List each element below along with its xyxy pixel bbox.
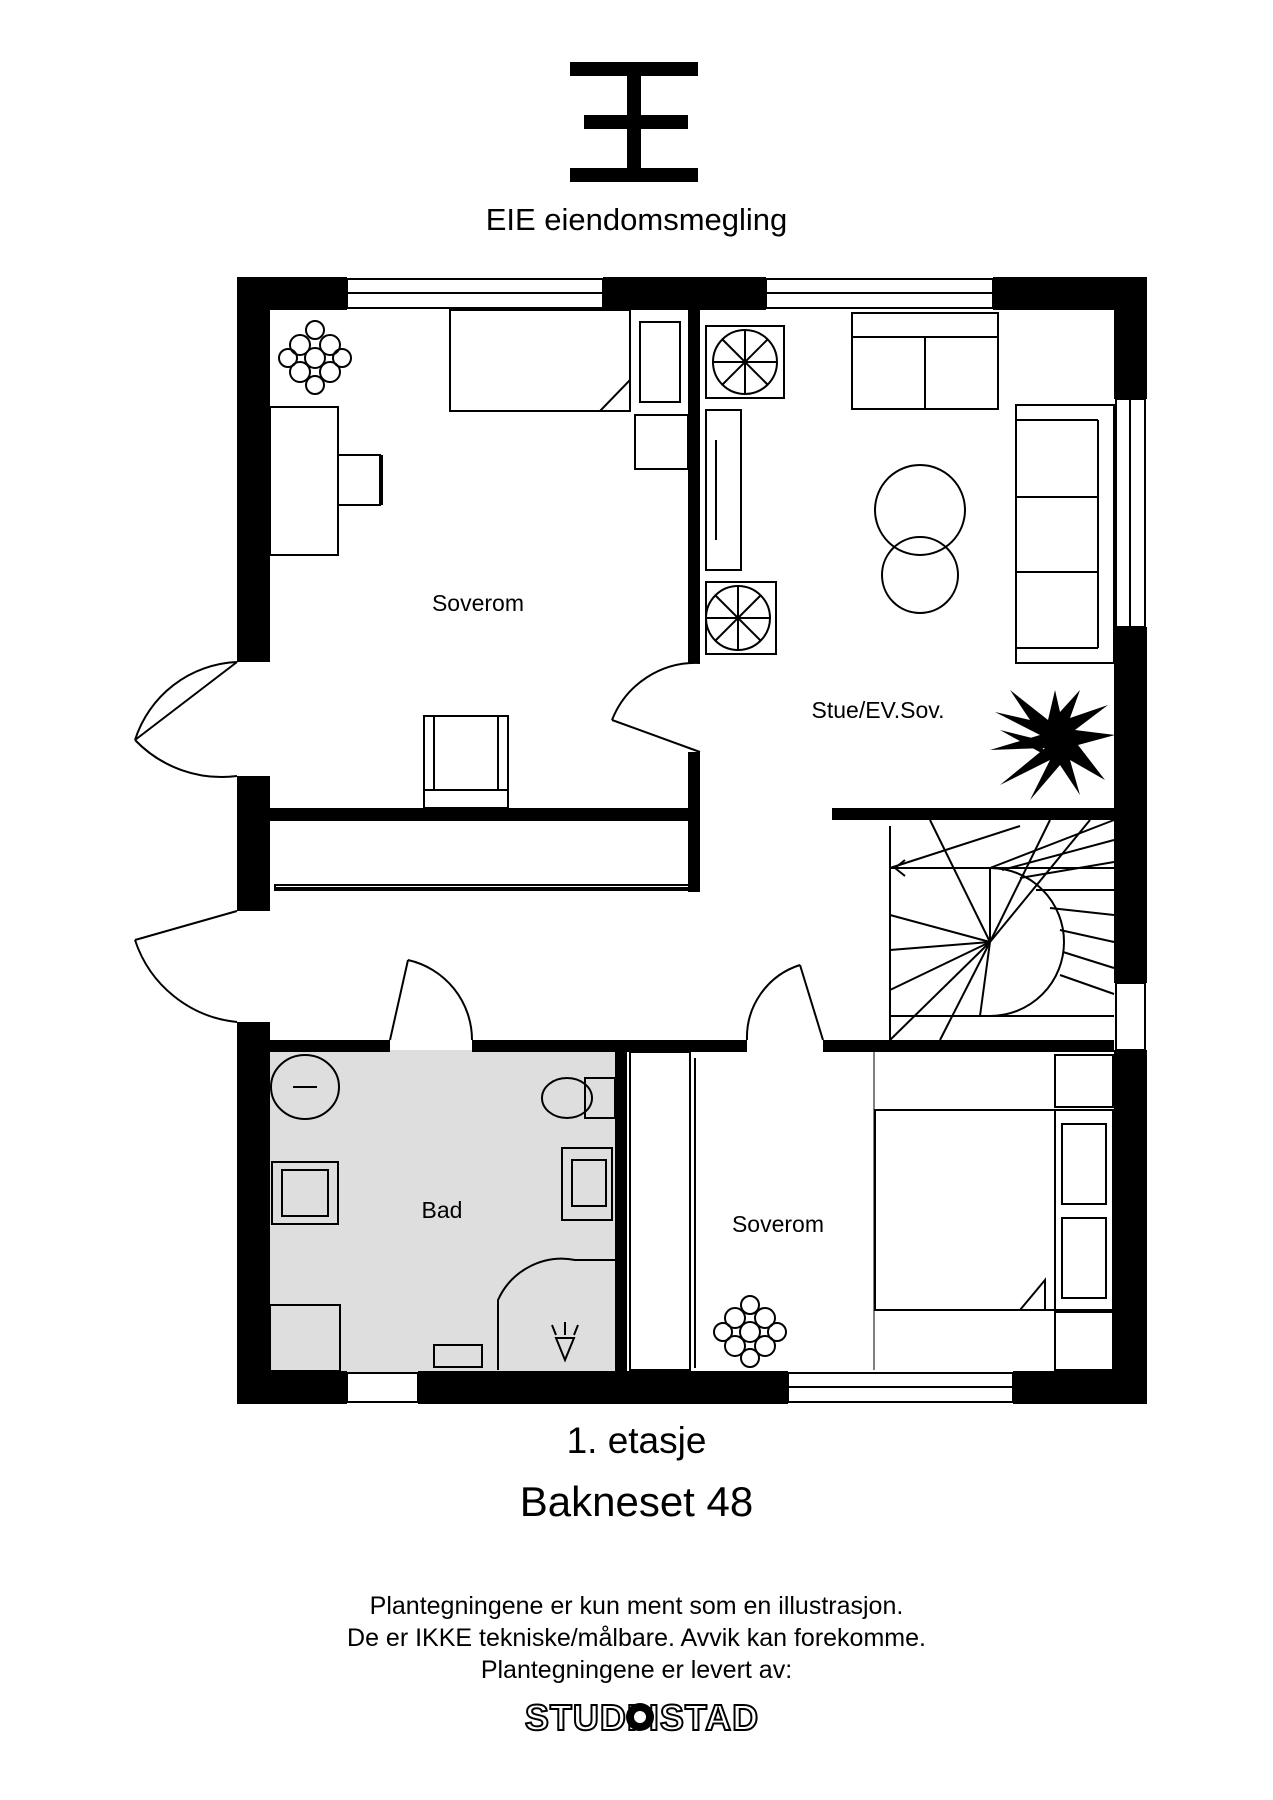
chair — [423, 715, 509, 809]
window — [346, 1372, 419, 1403]
washing-machine — [270, 1054, 340, 1120]
front-door — [134, 910, 238, 1023]
bed — [449, 309, 631, 412]
table — [874, 464, 966, 556]
window — [1115, 982, 1146, 1051]
armchair — [705, 581, 777, 655]
brand-name: EIE eiendomsmegling — [485, 202, 788, 237]
room-label-living: Stue/EV.Sov. — [812, 697, 945, 723]
entrance-door — [134, 661, 238, 778]
desk — [269, 406, 339, 556]
sink — [271, 1161, 339, 1225]
tv-bench — [705, 409, 742, 571]
sofa-side — [1015, 404, 1115, 664]
armchair — [705, 325, 785, 399]
bedroom-door — [611, 661, 701, 753]
disclaimer-line: Plantegningene er levert av: — [480, 1656, 793, 1684]
address: Bakneset 48 — [519, 1478, 754, 1525]
room-label-bedroom-top: Soverom — [432, 590, 524, 616]
shower — [497, 1257, 615, 1370]
studio-istad-logo: STUDI ISTAD — [524, 1696, 759, 1739]
staircase — [889, 819, 1115, 1041]
wardrobe — [629, 1051, 691, 1371]
disclaimer-line: De er IKKE tekniske/målbare. Avvik kan f… — [347, 1624, 926, 1652]
sink — [561, 1147, 613, 1221]
plant-large — [990, 690, 1115, 800]
floor-label: 1. etasje — [566, 1420, 707, 1461]
bedroom2-door — [745, 964, 824, 1041]
disclaimer-line: Plantegningene er kun ment som en illust… — [369, 1592, 904, 1620]
plant — [713, 1295, 787, 1368]
bench — [269, 1304, 341, 1372]
bed — [874, 1109, 1056, 1311]
walls — [237, 277, 1147, 1404]
eie-logo — [570, 62, 698, 182]
room-label-bedroom-bottom: Soverom — [732, 1211, 824, 1237]
plant — [278, 320, 352, 395]
shower-head — [551, 1322, 579, 1363]
nightstand — [1054, 1054, 1114, 1108]
bath-door — [389, 959, 473, 1041]
nightstand — [1054, 1311, 1114, 1371]
room-label-bath: Bad — [422, 1197, 463, 1223]
toilet — [584, 1077, 616, 1119]
